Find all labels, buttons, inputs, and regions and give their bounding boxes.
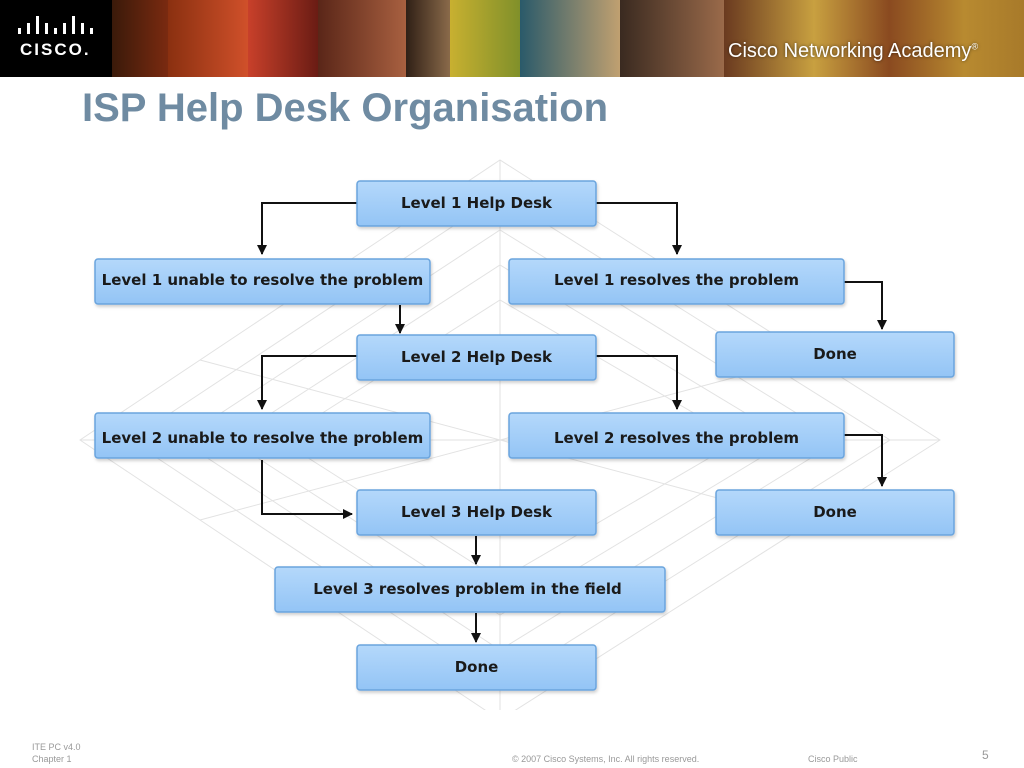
node-label: Level 2 Help Desk: [401, 348, 553, 366]
node-level3-field: Level 3 resolves problem in the field: [274, 566, 666, 613]
node-level1-unable: Level 1 unable to resolve the problem: [94, 258, 431, 305]
page-title: ISP Help Desk Organisation: [82, 86, 609, 130]
node-level1-help-desk: Level 1 Help Desk: [356, 180, 597, 227]
arrow-l2unable-to-l3: [261, 460, 353, 519]
registered-mark: ®: [971, 41, 979, 52]
footer-version: ITE PC v4.0: [32, 742, 81, 752]
node-label: Level 1 resolves the problem: [554, 271, 799, 289]
node-label: Level 3 Help Desk: [401, 503, 553, 521]
cisco-wordmark: CISCO.: [20, 40, 91, 59]
footer-copyright: © 2007 Cisco Systems, Inc. All rights re…: [512, 754, 700, 764]
banner-photo: [520, 0, 620, 77]
node-label: Level 2 unable to resolve the problem: [102, 429, 424, 447]
banner-photo: [620, 0, 724, 77]
banner-photo: [406, 0, 450, 77]
banner-photo: [450, 0, 520, 77]
banner-photo: [168, 0, 248, 77]
academy-label: Cisco Networking Academy®: [728, 40, 978, 63]
header-banner: CISCO. Cisco Networking Academy®: [0, 0, 1024, 77]
connectors: [257, 202, 887, 643]
node-done-2: Done: [715, 489, 955, 536]
node-label: Level 1 unable to resolve the problem: [102, 271, 424, 289]
node-label: Done: [455, 658, 499, 676]
arrow-l2-to-l2resolves: [596, 355, 682, 410]
node-level3-help-desk: Level 3 Help Desk: [356, 489, 597, 536]
node-label: Level 1 Help Desk: [401, 194, 553, 212]
academy-name: Cisco Networking Academy: [728, 40, 972, 62]
node-done-3: Done: [356, 644, 597, 691]
banner-photo: [318, 0, 406, 77]
page-number: 5: [982, 748, 989, 762]
arrow-l1-to-l1unable: [257, 202, 357, 255]
node-label: Level 3 resolves problem in the field: [313, 580, 622, 598]
node-level2-help-desk: Level 2 Help Desk: [356, 334, 597, 381]
node-level1-resolves: Level 1 resolves the problem: [508, 258, 845, 305]
banner-photo: [248, 0, 318, 77]
node-done-1: Done: [715, 331, 955, 378]
node-label: Level 2 resolves the problem: [554, 429, 799, 447]
arrow-l2-to-l2unable: [257, 355, 357, 410]
node-level2-unable: Level 2 unable to resolve the problem: [94, 412, 431, 459]
node-label: Done: [813, 503, 857, 521]
arrow-l1-to-l1resolves: [596, 202, 682, 255]
banner-photo: [112, 0, 168, 77]
footer-classification: Cisco Public: [808, 754, 858, 764]
node-level2-resolves: Level 2 resolves the problem: [508, 412, 845, 459]
arrow-l1resolves-to-done: [844, 281, 887, 330]
node-label: Done: [813, 345, 857, 363]
flowchart: Level 1 Help Desk Level 1 unable to reso…: [79, 159, 955, 710]
banner-photo: [724, 0, 1024, 77]
footer-chapter: Chapter 1: [32, 754, 72, 764]
cisco-logo: CISCO.: [0, 0, 112, 77]
arrow-l2resolves-to-done: [844, 434, 887, 487]
